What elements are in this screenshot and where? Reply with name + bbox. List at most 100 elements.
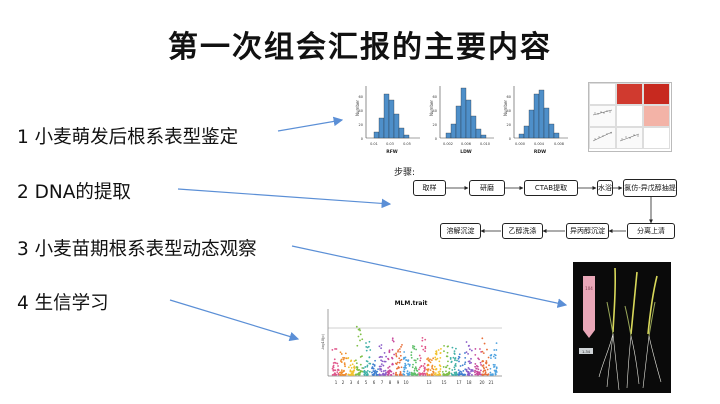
manhattan-point xyxy=(381,360,384,363)
manhattan-point xyxy=(385,371,387,374)
manhattan-point xyxy=(489,367,492,370)
manhattan-point xyxy=(382,373,385,376)
manhattan-point xyxy=(397,349,400,352)
manhattan-point xyxy=(356,344,359,347)
manhattan-point xyxy=(439,365,442,368)
manhattan-point xyxy=(465,341,468,343)
flow-step-1: 取样 xyxy=(413,180,446,196)
svg-text:0.004: 0.004 xyxy=(534,142,545,146)
manhattan-point xyxy=(480,369,482,372)
manhattan-point xyxy=(403,366,405,369)
manhattan-point xyxy=(481,374,484,376)
manhattan-point xyxy=(439,357,442,359)
manhattan-point xyxy=(399,370,402,373)
manhattan-point xyxy=(434,358,437,361)
manhattan-point xyxy=(468,348,471,351)
manhattan-point xyxy=(388,350,391,353)
manhattan-point xyxy=(356,373,359,376)
manhattan-point xyxy=(399,350,402,353)
manhattan-point xyxy=(424,345,427,348)
manhattan-point xyxy=(429,358,431,361)
manhattan-point xyxy=(404,364,407,367)
svg-text:0.000: 0.000 xyxy=(515,142,525,146)
manhattan-point xyxy=(423,372,426,375)
agenda-item-2: 2 DNA的提取 xyxy=(17,178,131,204)
manhattan-point xyxy=(457,369,460,372)
manhattan-point xyxy=(413,347,416,350)
manhattan-point xyxy=(477,368,480,371)
manhattan-point xyxy=(399,354,402,357)
manhattan-point xyxy=(450,372,453,375)
manhattan-points xyxy=(331,325,498,376)
manhattan-point xyxy=(424,373,427,376)
manhattan-point xyxy=(372,374,375,376)
manhattan-point xyxy=(344,365,346,368)
manhattan-point xyxy=(494,354,497,357)
manhattan-point xyxy=(413,369,416,372)
svg-text:Number: Number xyxy=(503,100,508,116)
steps-label: 步骤: xyxy=(394,168,416,178)
svg-text:LDW: LDW xyxy=(460,149,472,155)
manhattan-point xyxy=(344,352,347,355)
scatter-dots xyxy=(592,109,640,142)
manhattan-point xyxy=(380,370,383,373)
manhattan-point xyxy=(446,345,449,348)
corr-cell xyxy=(643,105,670,127)
manhattan-point xyxy=(490,357,492,360)
manhattan-point xyxy=(380,344,383,346)
manhattan-point xyxy=(358,328,361,330)
manhattan-point xyxy=(419,372,422,375)
manhattan-point xyxy=(331,349,334,351)
manhattan-point xyxy=(443,344,445,347)
manhattan-point xyxy=(410,356,413,359)
manhattan-point xyxy=(334,372,336,375)
manhattan-point xyxy=(455,347,457,350)
manhattan-point xyxy=(396,367,398,370)
manhattan-point xyxy=(494,364,496,366)
manhattan-point xyxy=(355,325,358,328)
manhattan-point xyxy=(433,373,436,376)
manhattan-point xyxy=(350,367,353,369)
manhattan-point xyxy=(366,371,368,374)
manhattan-point xyxy=(468,362,471,365)
manhattan-point xyxy=(416,357,419,360)
histogram-panel: Number 0 20 40 60 0.01 0.03 0.05 RFW Num… xyxy=(355,86,568,155)
manhattan-point xyxy=(371,371,373,374)
manhattan-point xyxy=(429,369,432,372)
manhattan-point xyxy=(387,357,389,360)
svg-text:20: 20 xyxy=(507,123,511,127)
manhattan-point xyxy=(422,348,425,351)
manhattan-point xyxy=(399,359,402,362)
flow-step-5: 氯仿-异戊醇抽提 xyxy=(623,179,677,197)
agenda-item-4: 4 生信学习 xyxy=(17,289,109,315)
manhattan-point xyxy=(437,349,440,351)
manhattan-point xyxy=(335,348,338,350)
manhattan-point xyxy=(490,373,493,376)
manhattan-point xyxy=(445,370,447,373)
manhattan-point xyxy=(462,369,465,372)
manhattan-point xyxy=(487,373,490,376)
svg-text:0.008: 0.008 xyxy=(554,142,564,146)
manhattan-plot: MLM.trait -log10(p) 1 2 3 4 5 6 7 8 9 10… xyxy=(321,300,502,385)
manhattan-point xyxy=(374,371,376,373)
manhattan-point xyxy=(481,337,484,340)
manhattan-point xyxy=(474,363,477,365)
manhattan-point xyxy=(414,366,417,369)
manhattan-point xyxy=(365,360,368,362)
manhattan-point xyxy=(418,372,420,374)
svg-text:RDW: RDW xyxy=(534,149,546,155)
manhattan-point xyxy=(446,355,449,358)
agenda-item-number: 2 xyxy=(17,182,29,203)
manhattan-point xyxy=(343,373,346,376)
manhattan-point xyxy=(387,373,390,376)
manhattan-point xyxy=(422,365,425,367)
manhattan-point xyxy=(478,358,480,361)
manhattan-point xyxy=(397,350,399,353)
manhattan-point xyxy=(487,356,490,359)
manhattan-point xyxy=(342,370,345,373)
manhattan-point xyxy=(476,365,479,368)
manhattan-point xyxy=(361,367,364,369)
manhattan-point xyxy=(408,363,411,366)
manhattan-point xyxy=(378,365,381,368)
